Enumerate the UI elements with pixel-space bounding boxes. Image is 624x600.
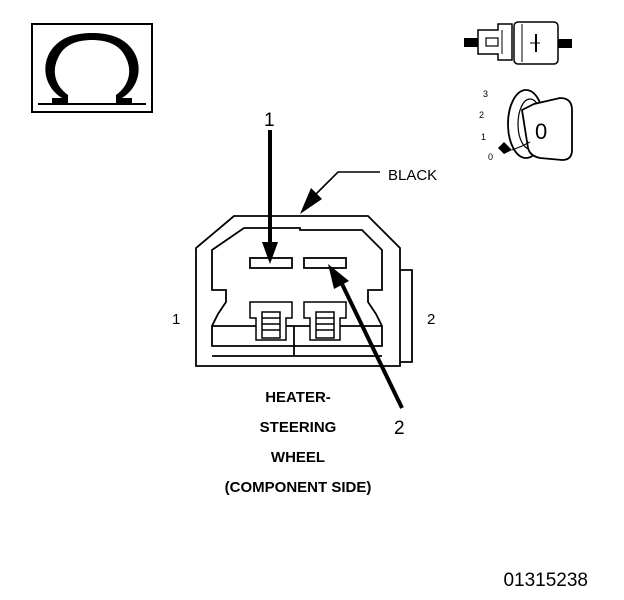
ignition-position-1: 1 <box>481 132 486 142</box>
color-callout-leader <box>300 171 380 214</box>
side-label-left: 1 <box>172 311 180 328</box>
figure-number: 01315238 <box>503 570 588 591</box>
ignition-position-0: 0 <box>488 152 493 162</box>
terminal-lock-left <box>249 301 293 341</box>
ohm-symbol-icon <box>31 23 153 113</box>
color-callout-label: BLACK <box>388 167 437 184</box>
ignition-key-icon: 3 2 1 0 0 <box>479 89 573 162</box>
connector-body <box>195 215 413 367</box>
arrow-terminal-1 <box>262 130 278 264</box>
arrow-terminal-2 <box>328 264 404 409</box>
ignition-position-3: 3 <box>483 89 488 99</box>
ignition-key-label: 0 <box>535 119 547 144</box>
caption-line-3: WHEEL <box>271 449 325 466</box>
connector-disconnected-icon <box>464 21 572 65</box>
caption-line-4: (COMPONENT SIDE) <box>225 479 372 496</box>
caption-line-2: STEERING <box>260 419 337 436</box>
terminal-slot-2 <box>303 257 347 269</box>
arrow-label-2: 2 <box>394 418 405 439</box>
connector-caption: HEATER- STEERING WHEEL (COMPONENT SIDE) <box>225 389 372 496</box>
side-label-right: 2 <box>427 311 435 328</box>
terminal-lock-right <box>303 301 347 341</box>
caption-line-1: HEATER- <box>265 389 331 406</box>
arrow-label-1: 1 <box>264 110 275 131</box>
ignition-position-2: 2 <box>479 110 484 120</box>
